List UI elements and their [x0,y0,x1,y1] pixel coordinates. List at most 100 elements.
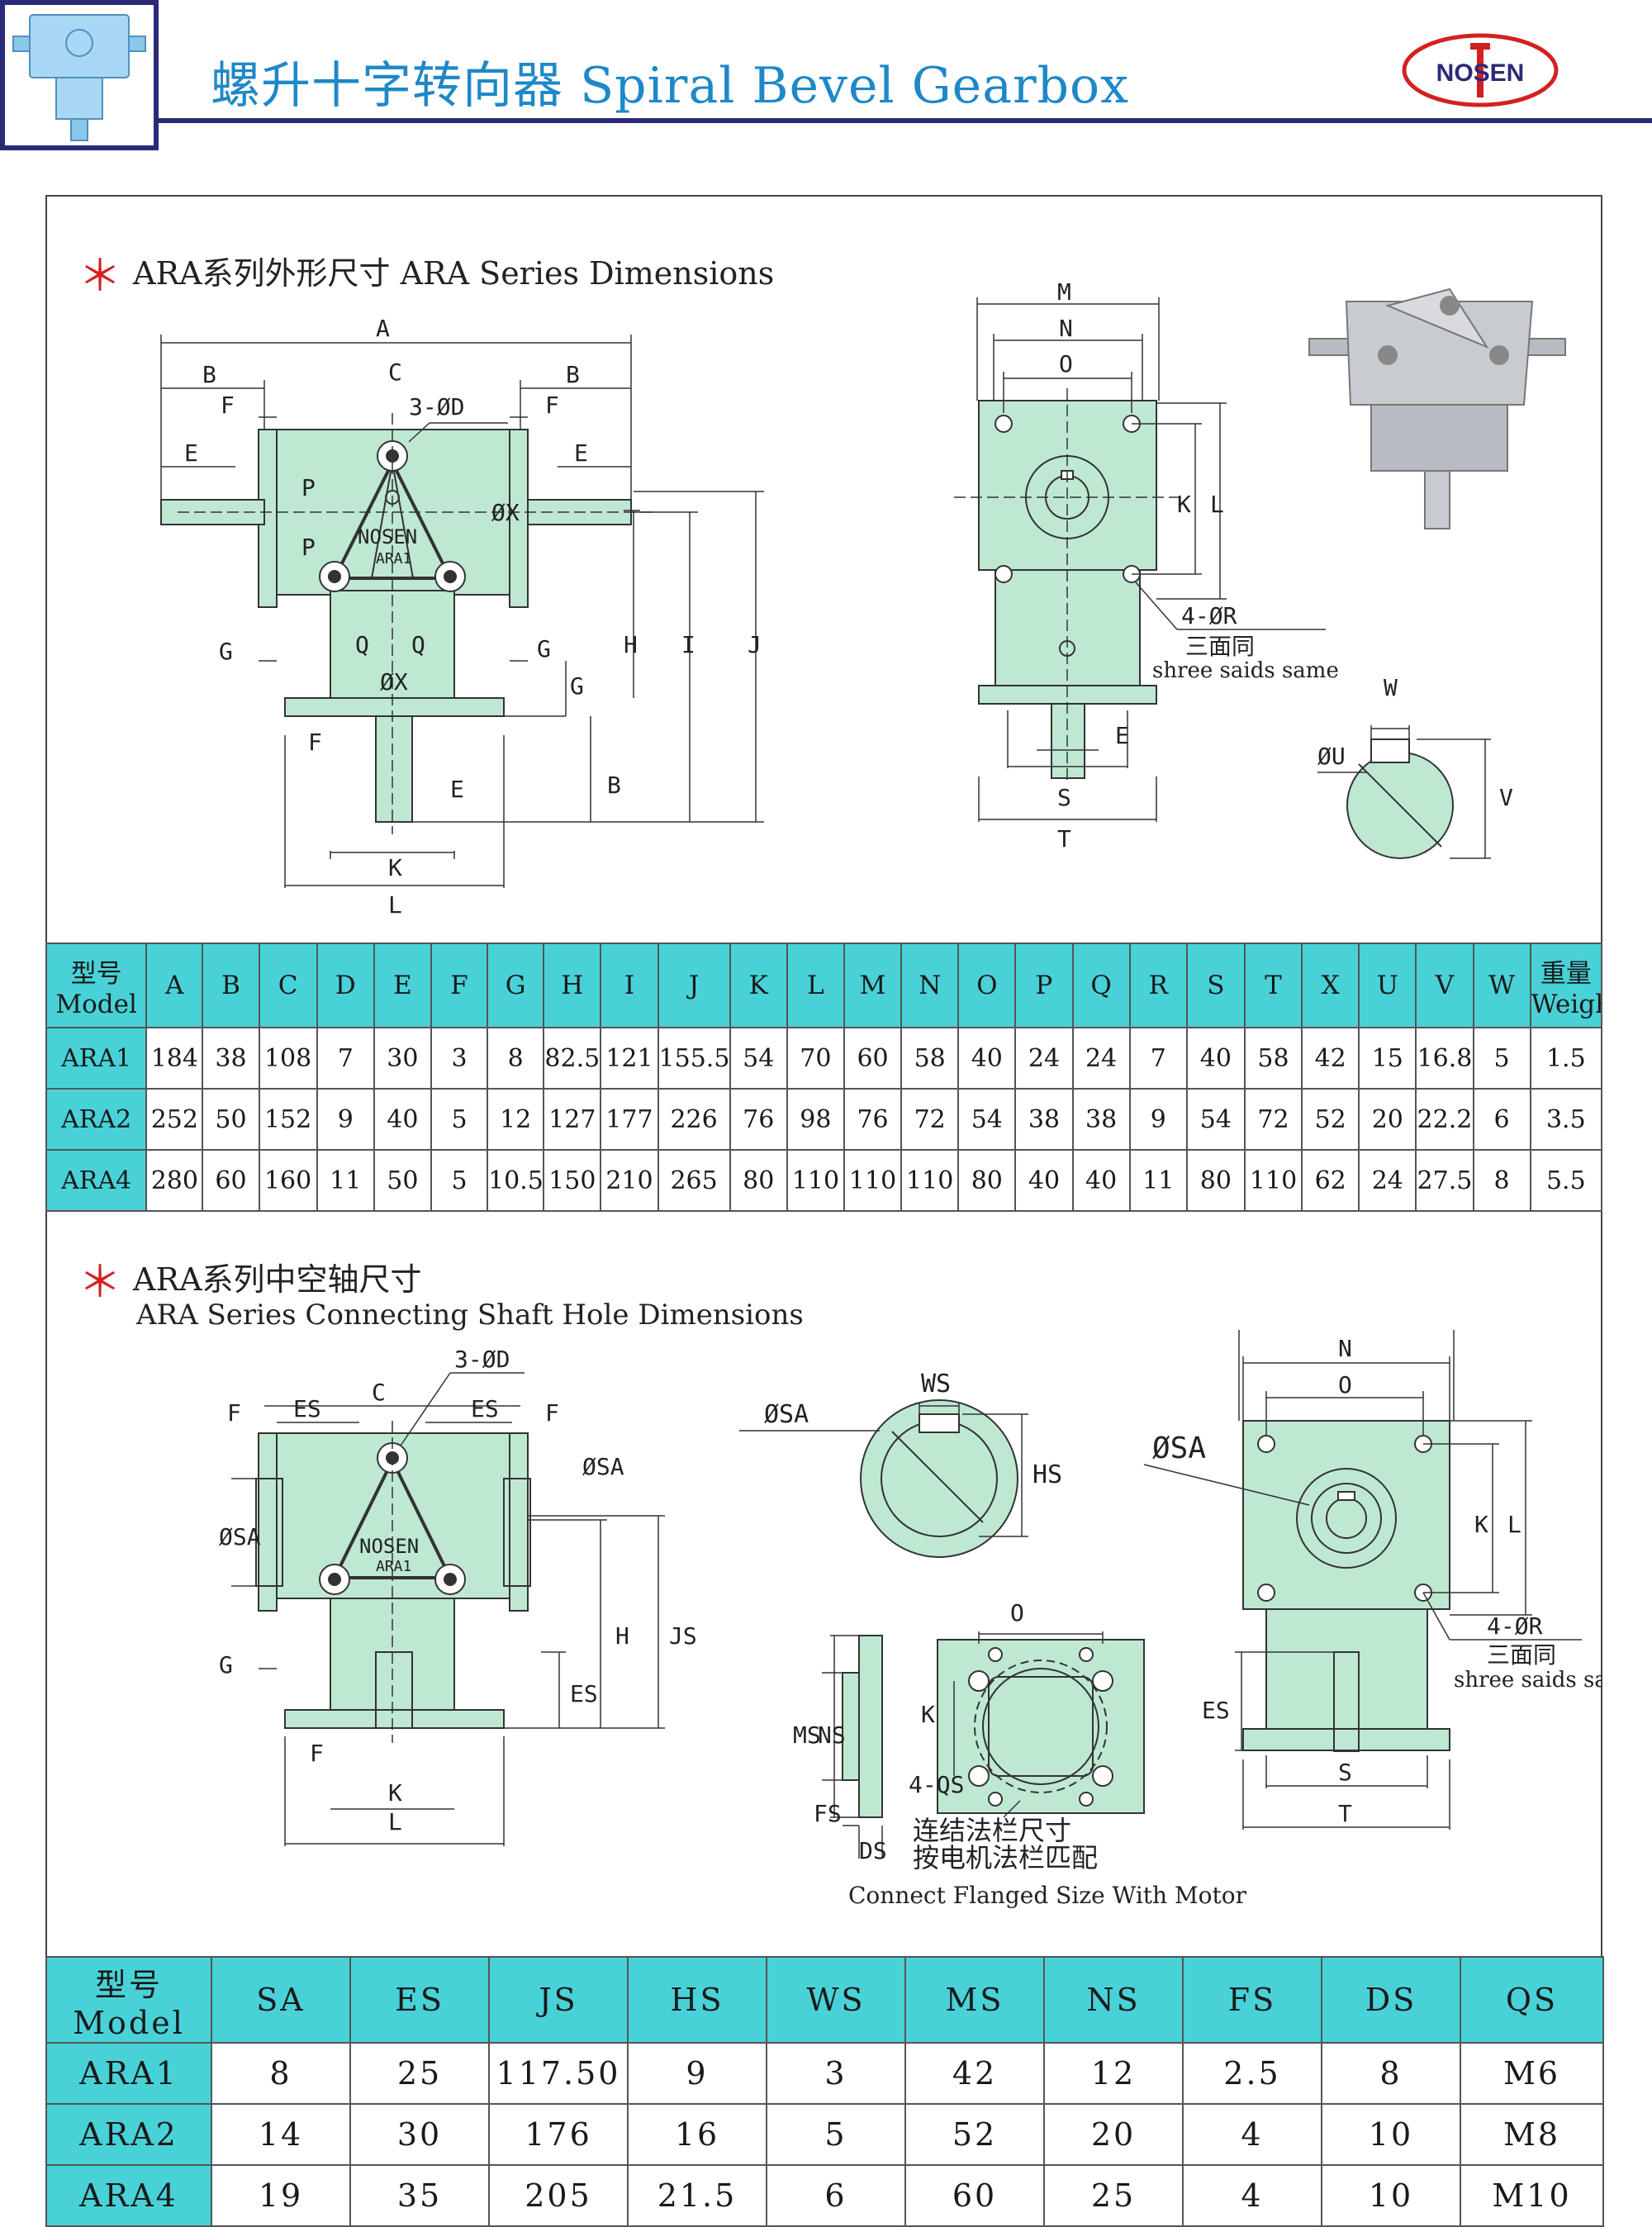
svg-text:I: I [681,631,695,658]
svg-text:shree saids same: shree saids same [1152,658,1339,683]
table-cell: 252 [145,1088,204,1151]
table-header: DS [1321,1956,1461,2044]
side-view-labels: M N O K L 4-ØR 三面同 shree saids same E S … [1057,278,1339,852]
table-cell: 14 [211,2103,351,2166]
table-cell: 12 [1043,2042,1184,2105]
table-header: O [957,943,1017,1028]
table-cell: 38 [1071,1088,1131,1151]
table-cell: 52 [904,2103,1045,2166]
svg-text:NS: NS [818,1721,846,1749]
table-cell: 4 [1182,2164,1322,2227]
svg-text:JS: JS [669,1622,697,1650]
table-cell: 5 [430,1088,489,1151]
gearbox-product-photo [1308,287,1566,529]
hollow-side-view-drawing [1242,1420,1450,1752]
svg-text:O: O [1010,1599,1024,1626]
table-cell: 226 [657,1088,731,1151]
table-cell: 24 [1358,1149,1417,1212]
table-cell: 70 [786,1027,845,1090]
svg-text:ØSA: ØSA [764,1400,809,1429]
table-cell: 25 [349,2042,490,2105]
table-cell: 30 [349,2103,490,2166]
table-cell: 58 [900,1027,960,1090]
hollow-front-view-labels: 3-ØD C F ES ES F ØSA ØSA NOSEN ARA1 G H … [219,1346,697,1835]
table-header: MS [904,1956,1045,2044]
svg-text:K: K [921,1701,935,1728]
table-cell: 9 [1128,1088,1188,1151]
svg-text:三面同: 三面同 [1487,1641,1556,1669]
table-cell: 60 [843,1027,903,1090]
svg-text:W: W [1384,674,1398,701]
table-cell: 184 [145,1027,204,1090]
header-rule [159,118,1652,123]
table-cell: 3 [430,1027,489,1090]
table-row: ARA4 280 60 160 11 50 5 10.5 150 210 265… [45,1149,1603,1212]
table-cell: 20 [1043,2103,1184,2166]
hollow-shaft-section-labels: WS ØSA HS [764,1370,1062,1489]
table-header: WS [766,1956,906,2044]
svg-text:K: K [388,854,402,881]
svg-text:B: B [202,361,216,388]
table-cell-model: ARA1 [45,1027,148,1090]
gearbox-thumbnail-icon [12,14,146,141]
table-header: S [1185,943,1246,1028]
table-header: L [786,943,845,1028]
table-cell: 205 [488,2164,629,2227]
svg-text:E: E [450,776,464,803]
svg-text:J: J [748,631,762,658]
table-cell-model: ARA4 [45,1149,148,1212]
svg-text:ØSA: ØSA [1152,1432,1206,1465]
table-cell: 82.5 [543,1027,602,1090]
svg-text:P: P [301,534,316,561]
table-header: R [1128,943,1188,1028]
table-cell: 12 [487,1088,545,1151]
svg-text:G: G [219,1651,233,1679]
table-cell: 280 [145,1149,204,1212]
hollow-front-view-dimension-lines [231,1372,665,1846]
motor-flange-notes: 连结法栏尺寸 按电机法栏匹配 Connect Flanged Size With… [848,1815,1247,1909]
table-header: SA [211,1956,351,2044]
table-cell: 110 [843,1149,903,1212]
asterisk-icon: ＊ [78,252,122,302]
table-cell: 152 [258,1088,318,1151]
table-cell: 155.5 [657,1027,731,1090]
table-row: ARA4 19 35 205 21.5 6 60 25 4 10 M10 [45,2164,1604,2227]
table-cell: 72 [900,1088,960,1151]
table-cell: 19 [211,2164,351,2227]
table-cell: 3.5 [1529,1088,1603,1151]
table-header: A [145,943,204,1028]
table-header: G [487,943,545,1028]
svg-text:N: N [1059,315,1073,342]
table-cell: 9 [627,2042,767,2105]
table-cell: 30 [373,1027,432,1090]
svg-text:O: O [1059,350,1073,377]
svg-text:ARA1: ARA1 [376,550,411,567]
page-title: 螺升十字转向器 Spiral Bevel Gearbox [211,57,1130,115]
table-cell: 110 [900,1149,960,1212]
table-cell: 1.5 [1529,1027,1603,1090]
table-cell: 7 [316,1027,375,1090]
section2-drawings: 3-ØD C F ES ES F ØSA ØSA NOSEN ARA1 G H … [219,1330,1602,1909]
table-cell: M10 [1460,2164,1604,2227]
svg-text:T: T [1057,825,1071,852]
svg-text:F: F [308,729,322,756]
table-cell: 62 [1301,1149,1360,1212]
table-row: ARA1 8 25 117.50 9 3 42 12 2.5 8 M6 [45,2042,1604,2105]
svg-text:G: G [537,635,551,662]
table-header: I [600,943,659,1028]
table-cell: 24 [1071,1027,1131,1090]
table-cell: 117.50 [488,2042,629,2105]
svg-text:E: E [184,439,198,467]
svg-text:A: A [376,315,390,342]
svg-text:3-ØD: 3-ØD [454,1346,510,1373]
table-cell: 42 [904,2042,1045,2105]
svg-text:M: M [1057,278,1071,306]
svg-text:P: P [301,474,316,501]
table-cell: 15 [1358,1027,1417,1090]
svg-text:L: L [388,1808,402,1835]
table-cell: 8 [211,2042,351,2105]
svg-text:C: C [388,359,402,386]
svg-text:ARA1: ARA1 [376,1558,411,1575]
table-header: C [258,943,318,1028]
